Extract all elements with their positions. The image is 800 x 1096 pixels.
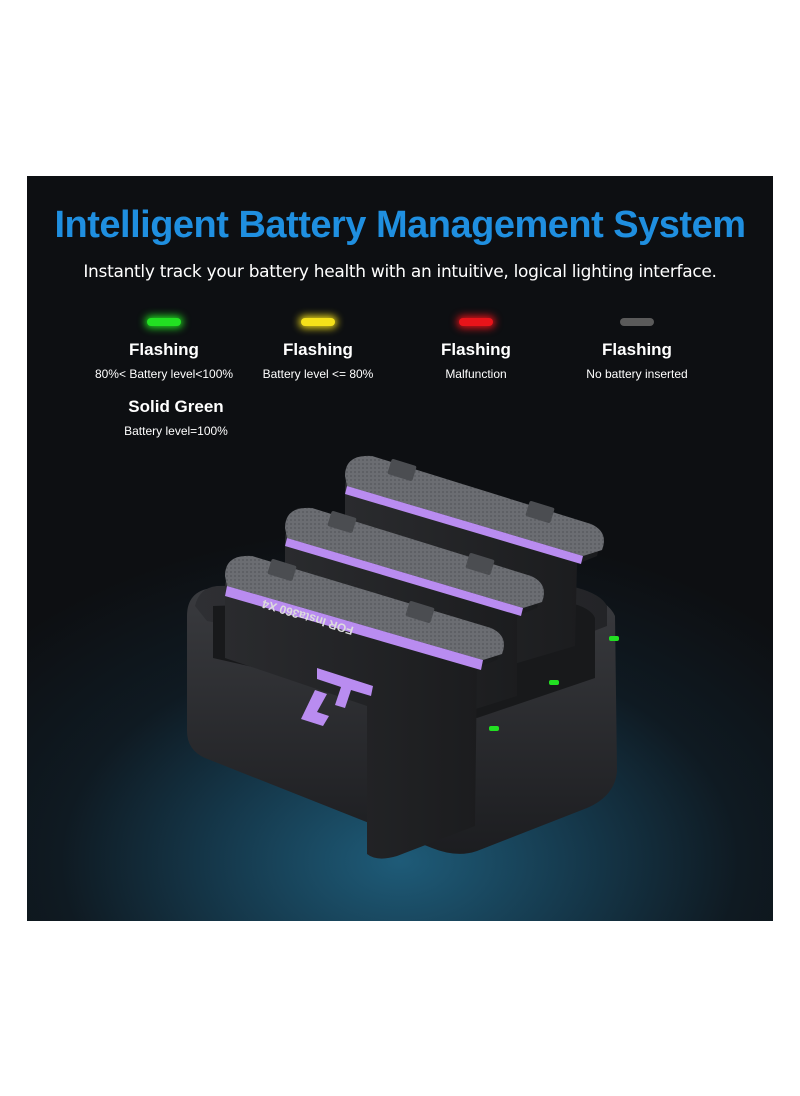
indicator-description: Battery level=100% bbox=[124, 424, 228, 438]
indicator-description: Malfunction bbox=[445, 367, 507, 381]
indicator-state: Flashing bbox=[129, 340, 199, 359]
indicator-description: Battery level <= 80% bbox=[262, 367, 374, 381]
indicator-green-flashing: Flashing 80%< Battery level<100% bbox=[79, 318, 249, 381]
charger-led-middle bbox=[549, 680, 559, 685]
indicator-description: 80%< Battery level<100% bbox=[94, 367, 234, 381]
indicator-grey-flashing: Flashing No battery inserted bbox=[552, 318, 722, 381]
subline: Instantly track your battery health with… bbox=[83, 262, 717, 282]
headline: Intelligent Battery Management System bbox=[54, 204, 746, 246]
red-led-icon bbox=[459, 318, 493, 326]
indicator-red-flashing: Flashing Malfunction bbox=[391, 318, 561, 381]
charger-led-front bbox=[489, 726, 499, 731]
indicator-state: Flashing bbox=[602, 340, 672, 359]
indicator-state: Solid Green bbox=[128, 397, 224, 416]
charger-led-back bbox=[609, 636, 619, 641]
indicator-yellow-flashing: Flashing Battery level <= 80% bbox=[233, 318, 403, 381]
battery-front: FOR Insta360 X4 bbox=[225, 555, 504, 859]
indicator-description: No battery inserted bbox=[586, 367, 688, 381]
yellow-led-icon bbox=[301, 318, 335, 326]
indicator-state: Flashing bbox=[283, 340, 353, 359]
green-led-icon bbox=[147, 318, 181, 326]
indicator-state: Flashing bbox=[441, 340, 511, 359]
promo-banner: Intelligent Battery Management System In… bbox=[27, 176, 773, 921]
charger-with-batteries-image: FOR Insta360 X4 bbox=[187, 455, 619, 859]
indicator-solid-green: Solid Green Battery level=100% bbox=[91, 397, 261, 438]
grey-led-icon bbox=[620, 318, 654, 326]
